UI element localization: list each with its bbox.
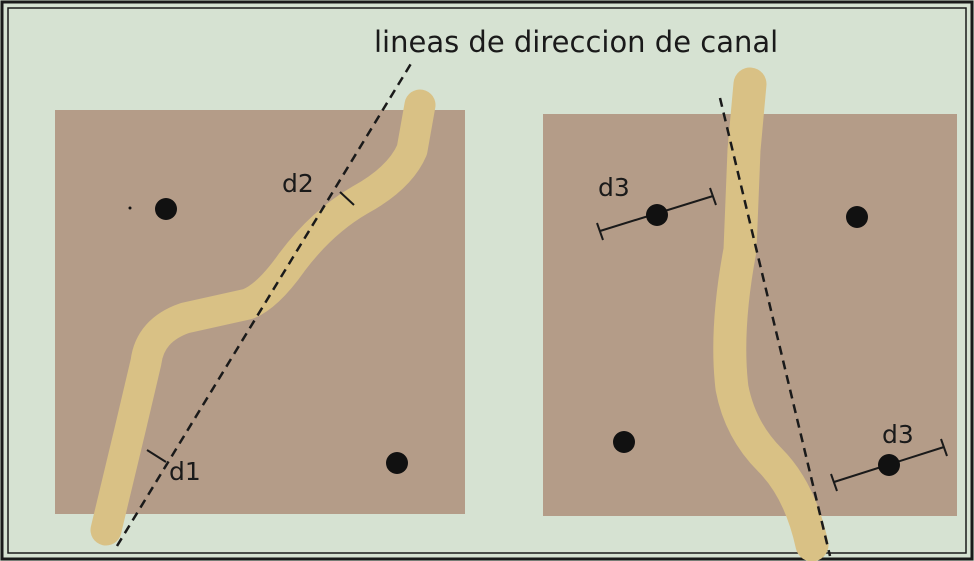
well-point bbox=[878, 454, 900, 476]
d3-upper-cap-right bbox=[709, 187, 717, 206]
well-point bbox=[846, 206, 868, 228]
d1-tick bbox=[146, 449, 167, 463]
inner-border bbox=[7, 7, 967, 554]
d2-tick bbox=[339, 191, 355, 206]
right-direction-line bbox=[718, 97, 832, 557]
left-channel bbox=[90, 89, 436, 546]
d3-lower-cap-right bbox=[940, 438, 948, 457]
well-point bbox=[646, 204, 668, 226]
left-panel: d1 d2 bbox=[55, 61, 465, 547]
right-panel: d3 d3 bbox=[543, 67, 957, 561]
well-point bbox=[155, 198, 177, 220]
diagram-title: lineas de direccion de canal bbox=[374, 25, 778, 59]
d2-label: d2 bbox=[282, 169, 314, 198]
left-direction-line bbox=[115, 61, 414, 547]
d3-upper-cap-left bbox=[596, 222, 604, 241]
d3-lower-label: d3 bbox=[882, 420, 914, 449]
well-point bbox=[613, 431, 635, 453]
d3-upper-label: d3 bbox=[598, 173, 630, 202]
d3-lower-cap-left bbox=[830, 473, 838, 492]
well-point bbox=[386, 452, 408, 474]
right-channel bbox=[713, 67, 829, 561]
small-mark bbox=[128, 206, 132, 210]
d1-label: d1 bbox=[169, 457, 201, 486]
